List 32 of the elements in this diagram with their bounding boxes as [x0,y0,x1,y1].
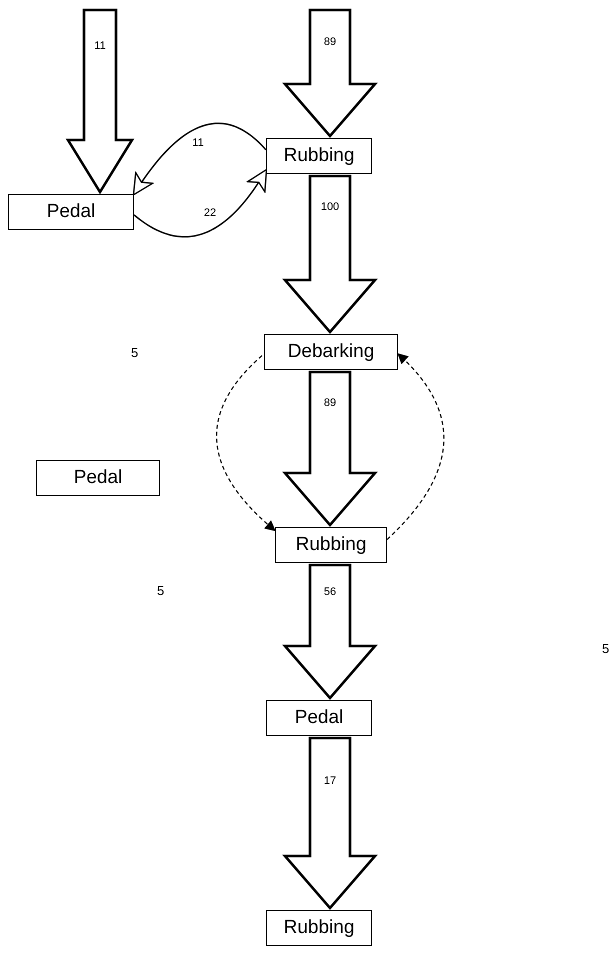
box-label: Pedal [74,467,122,489]
number-label: 5 [602,641,610,656]
dashed-arrow [386,353,444,540]
curved-arrow [134,168,268,238]
block-arrow [282,564,378,700]
number-label: 5 [131,345,138,360]
edge-label: 17 [322,774,338,787]
edge-label: 56 [322,586,338,598]
block-arrow [66,8,134,194]
block-arrow [282,736,378,910]
process-box [275,527,387,563]
box-label: Pedal [46,201,96,223]
process-box [8,194,134,230]
block-arrow [282,8,378,138]
block-arrow [282,174,378,334]
box-label: Debarking [288,341,374,363]
edge-label: 89 [322,35,338,48]
edge-label: 89 [322,396,338,409]
curved-arrow [132,122,267,196]
box-label: Rubbing [284,917,354,939]
dashed-arrow [216,355,276,532]
box-label: Pedal [294,707,344,729]
process-box [264,334,398,370]
box-label: Rubbing [296,534,366,556]
process-box [36,460,160,496]
process-box [266,700,372,736]
edge-label: 100 [320,201,340,214]
box-label: Rubbing [284,145,354,167]
block-arrow [282,370,378,527]
process-box [266,910,372,946]
number-label: 5 [157,583,164,598]
process-box [266,138,372,174]
